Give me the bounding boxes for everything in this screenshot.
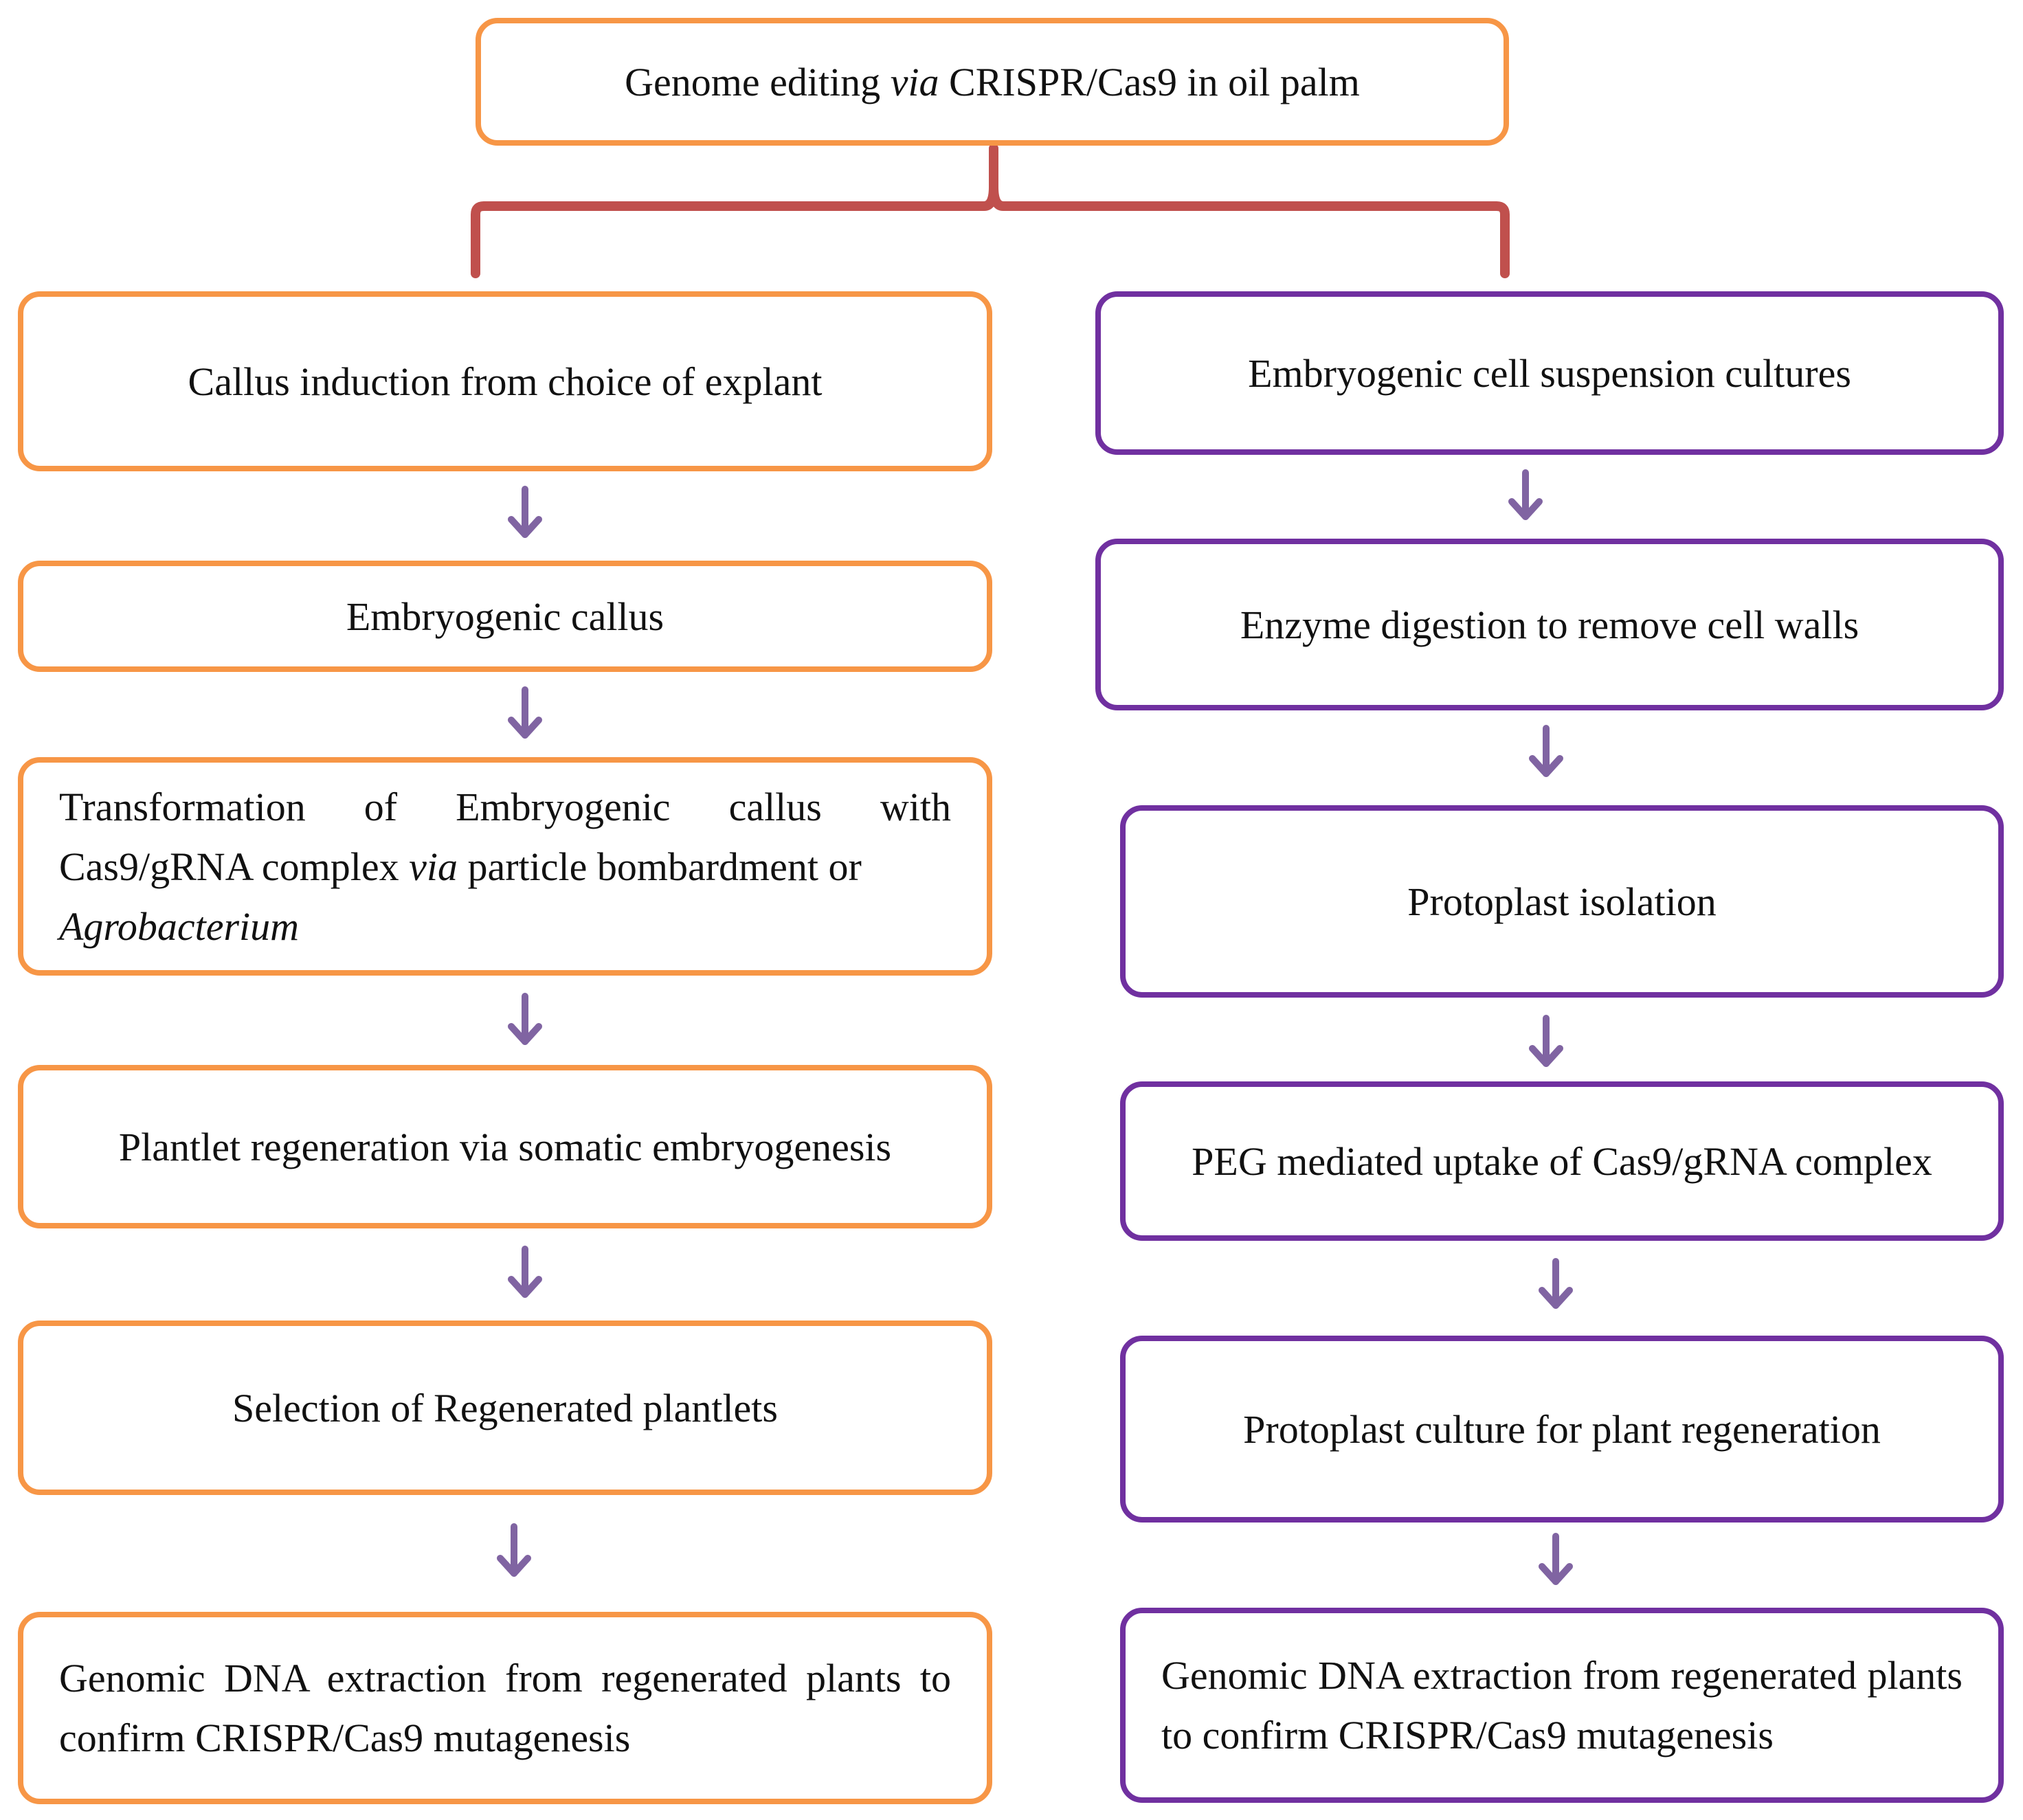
step-right-dna-extraction: Genomic DNA extraction from regenerated …	[1120, 1608, 2004, 1803]
step-protoplast-isolation-label: Protoplast isolation	[1407, 879, 1717, 924]
step-enzyme-digestion-label: Enzyme digestion to remove cell walls	[1240, 602, 1859, 647]
step-plantlet-regeneration: Plantlet regeneration via somatic embryo…	[18, 1065, 992, 1228]
root-node: Genome editing via CRISPR/Cas9 in oil pa…	[476, 18, 1509, 146]
flow-arrow-icon	[508, 686, 542, 739]
step-protoplast-culture-label: Protoplast culture for plant regeneratio…	[1243, 1406, 1881, 1452]
flow-arrow-icon	[1529, 1015, 1563, 1067]
step-embryogenic-callus-label: Embryogenic callus	[346, 594, 664, 639]
split-bracket	[471, 144, 1510, 278]
step-peg-uptake: PEG mediated uptake of Cas9/gRNA complex	[1120, 1081, 2004, 1241]
flow-arrow-icon	[508, 1246, 542, 1298]
step-enzyme-digestion: Enzyme digestion to remove cell walls	[1095, 539, 2004, 710]
flow-arrow-icon	[497, 1523, 531, 1577]
step-callus-induction-label: Callus induction from choice of explant	[188, 359, 823, 404]
step-cell-suspension-label: Embryogenic cell suspension cultures	[1248, 350, 1851, 396]
flow-arrow-icon	[508, 486, 542, 538]
flow-arrow-icon	[1539, 1258, 1573, 1309]
step-embryogenic-callus: Embryogenic callus	[18, 561, 992, 672]
step-transformation: Transformation of Embryogenic callus wit…	[18, 757, 992, 976]
step-protoplast-culture: Protoplast culture for plant regeneratio…	[1120, 1336, 2004, 1523]
step-selection-label: Selection of Regenerated plantlets	[232, 1385, 778, 1430]
step-protoplast-isolation: Protoplast isolation	[1120, 805, 2004, 998]
flow-arrow-icon	[1508, 469, 1543, 520]
step-peg-uptake-label: PEG mediated uptake of Cas9/gRNA complex	[1192, 1138, 1932, 1184]
step-selection: Selection of Regenerated plantlets	[18, 1321, 992, 1495]
flow-arrow-icon	[508, 993, 542, 1045]
step-callus-induction: Callus induction from choice of explant	[18, 291, 992, 471]
step-cell-suspension: Embryogenic cell suspension cultures	[1095, 291, 2004, 455]
root-label: Genome editing via CRISPR/Cas9 in oil pa…	[625, 59, 1360, 104]
step-plantlet-regeneration-label: Plantlet regeneration via somatic embryo…	[118, 1124, 892, 1169]
flow-arrow-icon	[1529, 725, 1563, 777]
step-right-dna-extraction-label: Genomic DNA extraction from regenerated …	[1161, 1653, 1963, 1757]
step-left-dna-extraction-label: Genomic DNA extraction from regenerated …	[59, 1656, 951, 1760]
flow-arrow-icon	[1539, 1533, 1573, 1585]
step-transformation-label: Transformation of Embryogenic callus wit…	[59, 784, 951, 949]
step-left-dna-extraction: Genomic DNA extraction from regenerated …	[18, 1612, 992, 1804]
